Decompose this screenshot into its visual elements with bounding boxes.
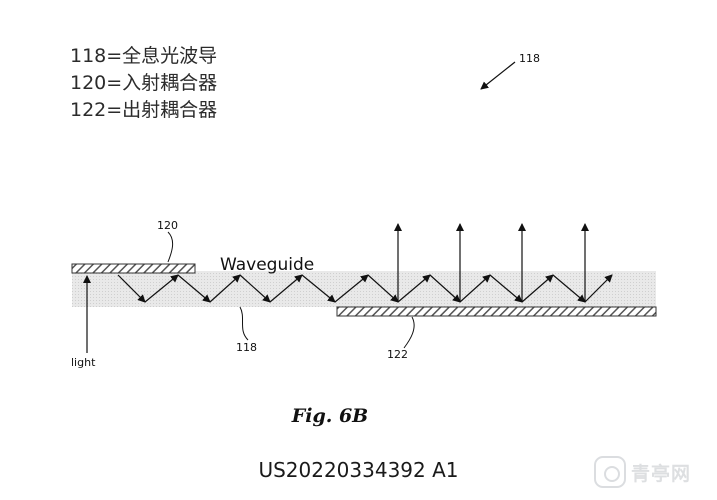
- patent-number: US20220334392 A1: [258, 458, 459, 482]
- zigzag-segment: [301, 274, 336, 303]
- watermark-logo-icon: [594, 456, 626, 488]
- watermark-text: 青亭网: [631, 462, 692, 485]
- zigzag-segment: [334, 274, 369, 303]
- legend-entry-in-coupler: 120=入射耦合器: [70, 72, 218, 94]
- figure-caption: Fig. 6B: [291, 405, 369, 427]
- zigzag-segment: [239, 274, 271, 303]
- leader-line-120: [167, 231, 174, 263]
- watermark: 青亭网: [594, 452, 712, 492]
- zigzag-segment: [552, 274, 586, 303]
- in-coupler-grating: [71, 263, 196, 274]
- zigzag-segment: [367, 274, 399, 303]
- legend: 118=全息光波导 120=入射耦合器 122=出射耦合器: [70, 43, 217, 124]
- zigzag-segment: [397, 274, 431, 303]
- zigzag-segment: [521, 274, 554, 303]
- ref-label-118-bottom: 118: [236, 341, 257, 354]
- waveguide-slab: [72, 271, 656, 307]
- waveguide-label: Waveguide: [220, 255, 314, 275]
- zigzag-segment: [459, 274, 491, 303]
- legend-entry-out-coupler: 122=出射耦合器: [70, 99, 218, 121]
- ref-label-122: 122: [387, 348, 408, 361]
- zigzag-segment: [209, 274, 241, 303]
- zigzag-segment: [584, 274, 613, 303]
- zigzag-rays: [117, 274, 613, 303]
- legend-entry-waveguide: 118=全息光波导: [70, 45, 218, 67]
- zigzag-segment: [489, 274, 523, 303]
- out-coupler-grating: [336, 306, 657, 317]
- reference-arrow-118: [480, 61, 516, 90]
- light-label: light: [71, 356, 96, 369]
- zigzag-segment: [429, 274, 461, 303]
- leader-line-118-bottom: [239, 306, 249, 341]
- ref-label-118-top: 118: [519, 52, 540, 65]
- zigzag-segment: [177, 274, 211, 303]
- leader-line-122: [403, 316, 415, 349]
- zigzag-segment: [269, 274, 303, 303]
- zigzag-segment: [144, 274, 179, 303]
- zigzag-segment: [117, 274, 146, 303]
- out-coupled-rays: [394, 223, 589, 302]
- ref-label-120: 120: [157, 219, 178, 232]
